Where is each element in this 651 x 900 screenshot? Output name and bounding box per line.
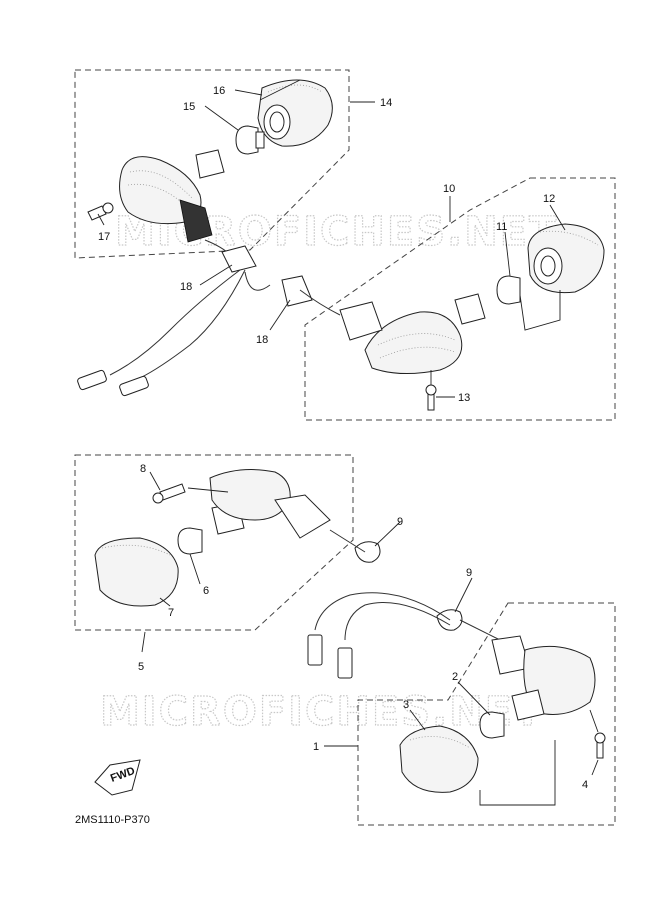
socket-assembly-1 [511,689,545,721]
callout-leaders [97,89,599,776]
lens-7 [94,537,179,607]
grommet-18-lower [281,275,313,307]
assembly-5-rear-right-flasher [74,454,354,631]
housing-10 [364,311,463,375]
terminal-left-b [119,375,149,397]
callout-numbers: 16 15 14 17 18 18 10 12 11 13 8 9 9 6 7 … [98,85,588,791]
screw-17 [87,205,107,221]
assembly-10-boundary [304,177,616,421]
wiring-left [77,239,341,397]
stem-10 [339,301,383,341]
callout-10: 10 [443,183,455,195]
diagram-code: 2MS1110-P370 [75,814,150,826]
assembly-14-boundary [74,69,350,259]
callout-12: 12 [543,193,555,205]
bulb-11 [496,275,521,305]
grommet-9-upper [354,541,381,563]
callout-15: 15 [183,101,195,113]
assembly-10-front-right-flasher [304,177,616,421]
assembly-1-front-left-flasher [357,602,616,826]
callout-2: 2 [452,671,458,683]
stem-5 [274,494,331,539]
socket-assembly-10 [454,293,486,325]
terminal-mid-a [307,634,323,666]
fwd-arrow-icon [94,759,141,796]
callout-4: 4 [582,779,588,791]
callout-14: 14 [380,97,392,109]
callout-3: 3 [403,699,409,711]
lens-3 [399,725,479,793]
wiring-middle [307,529,501,679]
callout-13: 13 [458,392,470,404]
callout-17: 17 [98,231,110,243]
callout-8: 8 [140,463,146,475]
bulb-6 [177,527,203,555]
bulb-15 [235,125,259,155]
callout-11: 11 [496,221,507,233]
callout-18-upper: 18 [180,281,192,293]
callout-16: 16 [213,85,225,97]
terminal-mid-b [337,647,353,679]
callout-5: 5 [138,661,144,673]
bulb-2 [479,711,505,739]
forward-direction-indicator: FWD [94,759,141,796]
assembly-14-rear-left-flasher [74,69,350,259]
callout-9-upper: 9 [397,516,403,528]
assembly-1-boundary [357,602,616,826]
screw-8 [159,483,186,501]
assembly-5-boundary [74,454,354,631]
stem-14 [179,199,213,243]
callout-6: 6 [203,585,209,597]
watermark-bottom: MICROFICHES.NET [100,689,543,735]
socket-assembly-14 [195,149,225,179]
callout-9-lower: 9 [466,567,472,579]
callout-18-lower: 18 [256,334,268,346]
lens-socket-inner [269,111,285,133]
terminal-left-a [77,369,107,391]
callout-7: 7 [168,607,174,619]
callout-1: 1 [313,741,319,753]
